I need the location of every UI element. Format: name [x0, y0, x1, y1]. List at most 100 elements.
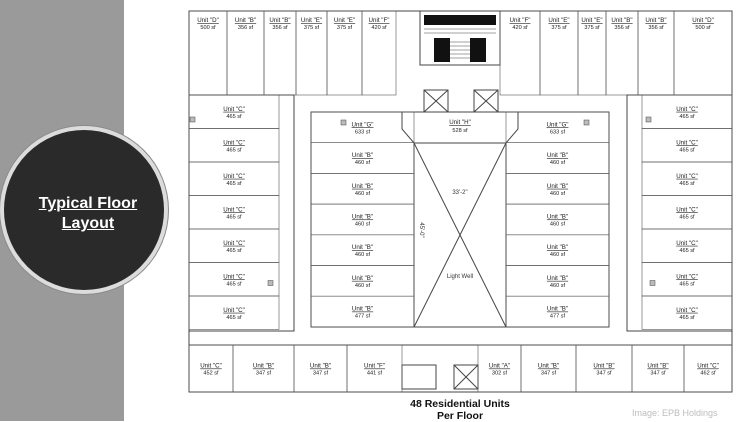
light-well-height-dim: 45'-0" — [418, 222, 424, 237]
unit-top: Unit "F"420 sf — [361, 10, 397, 96]
unit-left-wing: Unit "C"465 sf — [188, 295, 280, 330]
unit-right-wing: Unit "C"465 sf — [641, 295, 733, 330]
unit-name: Unit "C" — [697, 363, 719, 370]
unit-area: 452 sf — [203, 371, 219, 377]
unit-area: 356 sf — [238, 25, 254, 31]
unit-area: 347 sf — [541, 371, 557, 377]
unit-left-wing: Unit "C"465 sf — [188, 262, 280, 297]
fixture-marker — [189, 116, 196, 123]
title-badge: Typical Floor Layout — [0, 126, 168, 294]
unit-left-wing: Unit "C"465 sf — [188, 195, 280, 230]
unit-name: Unit "F" — [369, 17, 390, 24]
unit-area: 460 sf — [355, 191, 371, 197]
unit-name: Unit "E" — [301, 17, 322, 24]
unit-area: 356 sf — [272, 25, 288, 31]
unit-name: Unit "C" — [223, 240, 245, 247]
unit-area: 465 sf — [226, 248, 242, 254]
unit-area: 375 sf — [337, 25, 353, 31]
unit-left-wing: Unit "C"465 sf — [188, 128, 280, 163]
unit-top: Unit "E"375 sf — [577, 10, 607, 96]
unit-name: Unit "C" — [676, 273, 698, 280]
unit-area: 375 sf — [304, 25, 320, 31]
fixture-marker — [340, 119, 347, 126]
unit-name: Unit "B" — [547, 213, 568, 220]
unit-name: Unit "B" — [547, 275, 568, 282]
unit-area: 375 sf — [584, 25, 600, 31]
elevator-right — [473, 89, 499, 113]
unit-name: Unit "B" — [547, 183, 568, 190]
unit-area: 465 sf — [679, 248, 695, 254]
unit-area: 465 sf — [679, 214, 695, 220]
unit-area: 633 sf — [550, 129, 566, 135]
unit-top: Unit "B"356 sf — [226, 10, 265, 96]
unit-name: Unit "B" — [310, 363, 331, 370]
elevator-left-x2 — [423, 89, 449, 113]
unit-right-wing: Unit "C"465 sf — [641, 262, 733, 297]
unit-area: 528 sf — [452, 128, 468, 134]
light-well-cross-b — [413, 142, 507, 328]
unit-area: 460 sf — [355, 252, 371, 258]
unit-area: 465 sf — [226, 214, 242, 220]
unit-area: 460 sf — [550, 191, 566, 197]
unit-area: 465 sf — [679, 181, 695, 187]
unit-center-left: Unit "B"460 sf — [310, 203, 415, 236]
unit-name: Unit "B" — [352, 306, 373, 313]
caption: 48 Residential Units Per Floor — [400, 398, 520, 422]
unit-name: Unit "B" — [352, 183, 373, 190]
unit-area: 460 sf — [355, 283, 371, 289]
fixture-marker — [649, 280, 656, 286]
unit-area: 465 sf — [226, 281, 242, 287]
unit-area: 441 sf — [367, 371, 383, 377]
unit-area: 477 sf — [550, 314, 566, 320]
unit-name: Unit "B" — [611, 17, 632, 24]
unit-area: 500 sf — [200, 25, 216, 31]
unit-name: Unit "B" — [538, 363, 559, 370]
unit-name: Unit "B" — [352, 275, 373, 282]
unit-top: Unit "E"375 sf — [326, 10, 363, 96]
unit-name: Unit "C" — [676, 139, 698, 146]
unit-bottom: Unit "C"452 sf — [188, 344, 234, 393]
unit-area: 356 sf — [614, 25, 630, 31]
unit-name: Unit "G" — [352, 121, 374, 128]
unit-name: Unit "C" — [223, 307, 245, 314]
unit-area: 420 sf — [512, 25, 528, 31]
unit-area: 460 sf — [355, 221, 371, 227]
unit-name: Unit "C" — [676, 307, 698, 314]
image-credit: Image: EPB Holdings — [632, 408, 718, 418]
building-outline — [188, 10, 733, 393]
unit-area: 460 sf — [550, 252, 566, 258]
elevator-left — [423, 89, 449, 113]
unit-name: Unit "B" — [253, 363, 274, 370]
unit-area: 633 sf — [355, 129, 371, 135]
unit-name: Unit "B" — [269, 17, 290, 24]
unit-left-wing: Unit "C"465 sf — [188, 228, 280, 263]
unit-name: Unit "C" — [223, 206, 245, 213]
unit-center-left: Unit "B"477 sf — [310, 295, 415, 328]
unit-center-right: Unit "B"460 sf — [505, 265, 610, 297]
unit-top: Unit "B"356 sf — [605, 10, 639, 96]
unit-center-left: Unit "B"460 sf — [310, 173, 415, 205]
stair-hatch — [424, 15, 496, 62]
unit-outline — [361, 10, 397, 96]
unit-outline — [346, 344, 403, 393]
unit-top: Unit "E"375 sf — [295, 10, 328, 96]
unit-name: Unit "A" — [489, 363, 510, 370]
unit-area: 465 sf — [226, 181, 242, 187]
unit-area: 465 sf — [679, 147, 695, 153]
unit-area: 465 sf — [226, 147, 242, 153]
unit-name: Unit "C" — [223, 173, 245, 180]
unit-name: Unit "D" — [692, 17, 714, 24]
unit-name: Unit "C" — [200, 363, 222, 370]
unit-center-right: Unit "B"477 sf — [505, 295, 610, 328]
unit-area: 347 sf — [313, 371, 329, 377]
unit-center-right: Unit "B"460 sf — [505, 173, 610, 205]
unit-area: 500 sf — [695, 25, 711, 31]
unit-left-wing: Unit "C"465 sf — [188, 161, 280, 196]
unit-area: 347 sf — [596, 371, 612, 377]
unit-top: Unit "D"500 sf — [673, 10, 733, 96]
caption-line-1: 48 Residential Units — [410, 398, 510, 410]
unit-area: 462 sf — [700, 371, 716, 377]
unit-area: 465 sf — [679, 114, 695, 120]
unit-center-top: Unit "H"528 sf — [449, 119, 471, 134]
